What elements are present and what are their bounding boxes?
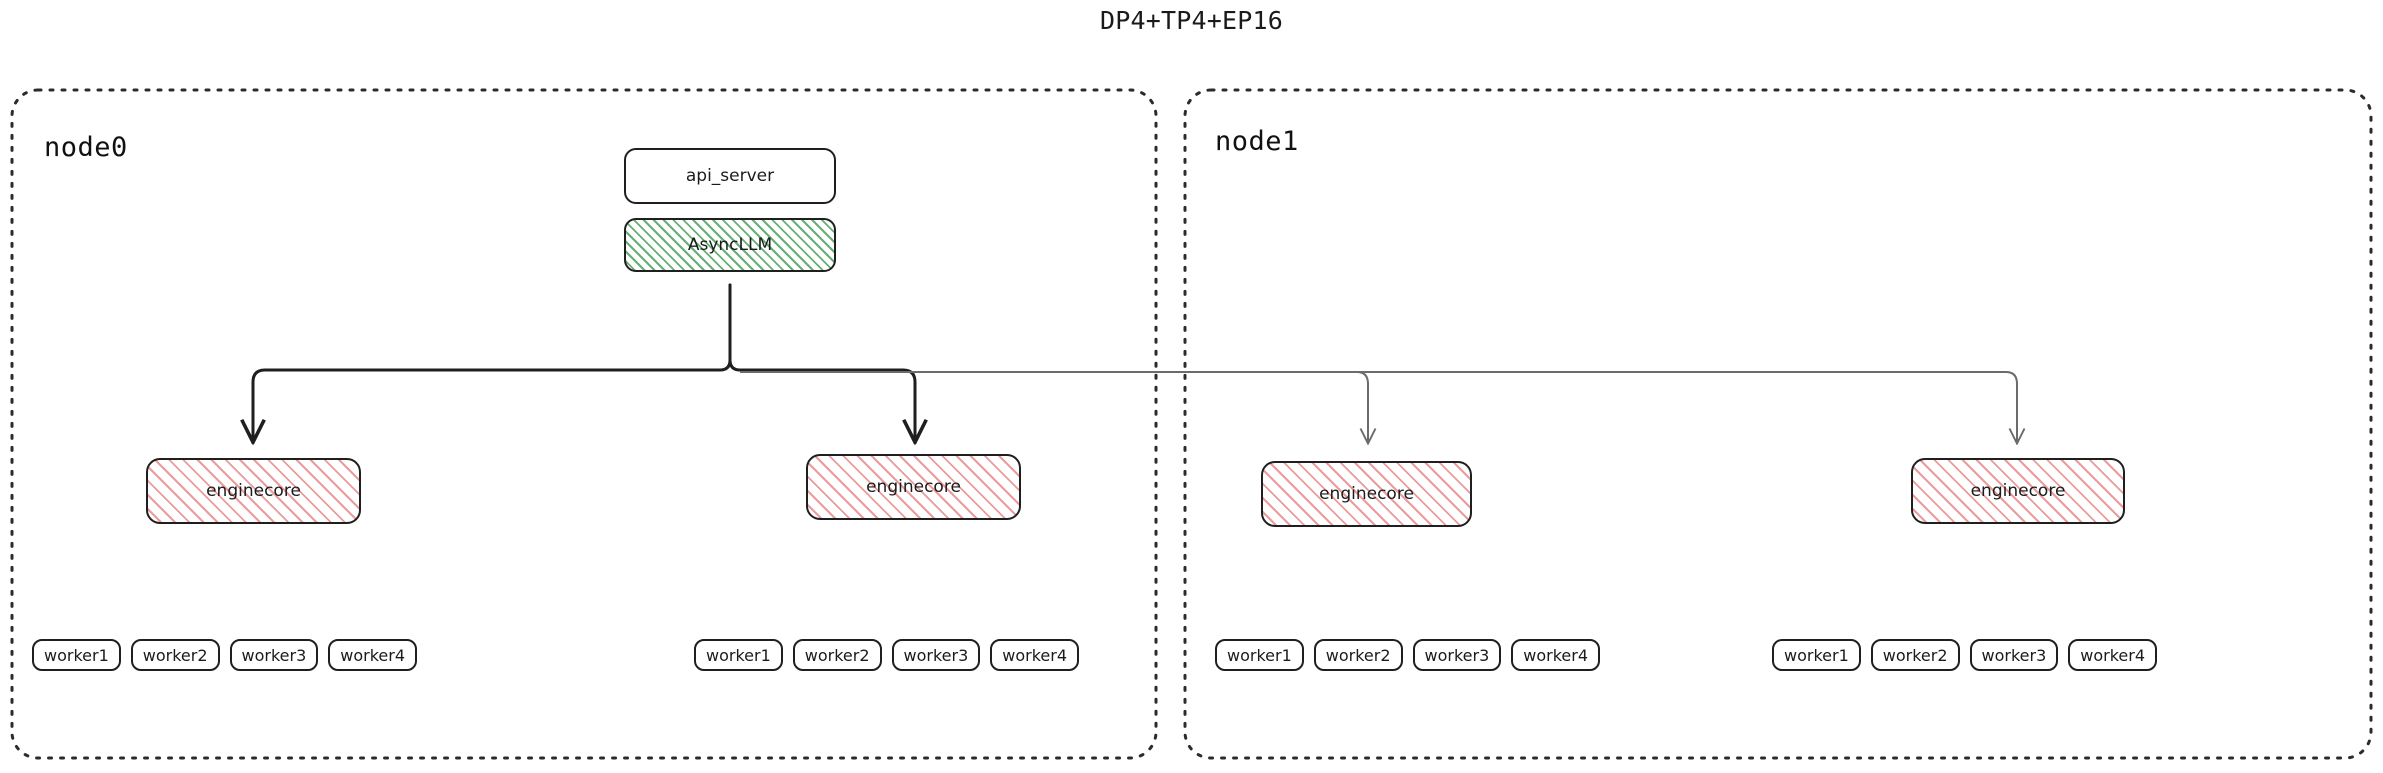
node1-container bbox=[1183, 88, 2373, 760]
worker-box[interactable]: worker3 bbox=[229, 639, 319, 671]
connector-node0-engine1 bbox=[740, 368, 915, 440]
connector-node1-engine0 bbox=[740, 371, 1368, 442]
worker-group-node0-0: worker1 worker2 worker3 worker4 bbox=[32, 639, 417, 671]
enginecore-box-node0-0[interactable]: enginecore bbox=[146, 458, 361, 524]
worker-box[interactable]: worker1 bbox=[1215, 639, 1304, 671]
node1-label: node1 bbox=[1215, 126, 1299, 157]
worker-group-node0-1: worker1 worker2 worker3 worker4 bbox=[694, 639, 1079, 671]
worker-group-node1-0: worker1 worker2 worker3 worker4 bbox=[1215, 639, 1600, 671]
worker-box[interactable]: worker4 bbox=[1511, 639, 1600, 671]
connector-node1-engine1 bbox=[740, 371, 2017, 442]
connector-node0-engine0 bbox=[253, 368, 720, 440]
worker-box[interactable]: worker1 bbox=[694, 639, 783, 671]
worker-box[interactable]: worker4 bbox=[328, 639, 417, 671]
enginecore-box-node0-1[interactable]: enginecore bbox=[806, 454, 1021, 520]
worker-box[interactable]: worker3 bbox=[891, 639, 981, 671]
connector-stem-left bbox=[718, 283, 732, 372]
enginecore-box-node1-1[interactable]: enginecore bbox=[1911, 458, 2125, 524]
worker-box[interactable]: worker2 bbox=[130, 639, 220, 671]
worker-box[interactable]: worker1 bbox=[1772, 639, 1861, 671]
asyncllm-box[interactable]: AsyncLLM bbox=[624, 218, 836, 272]
worker-box[interactable]: worker2 bbox=[1870, 639, 1960, 671]
node0-container bbox=[10, 88, 1158, 760]
node0-label: node0 bbox=[44, 132, 128, 163]
page-title: DP4+TP4+EP16 bbox=[1099, 6, 1283, 35]
worker-box[interactable]: worker4 bbox=[990, 639, 1079, 671]
worker-box[interactable]: worker1 bbox=[32, 639, 121, 671]
worker-box[interactable]: worker4 bbox=[2068, 639, 2157, 671]
worker-group-node1-1: worker1 worker2 worker3 worker4 bbox=[1772, 639, 2157, 671]
enginecore-box-node1-0[interactable]: enginecore bbox=[1261, 461, 1472, 527]
worker-box[interactable]: worker3 bbox=[1969, 639, 2059, 671]
worker-box[interactable]: worker3 bbox=[1412, 639, 1502, 671]
worker-box[interactable]: worker2 bbox=[1313, 639, 1403, 671]
worker-box[interactable]: worker2 bbox=[792, 639, 882, 671]
api-server-box[interactable]: api_server bbox=[624, 148, 836, 204]
